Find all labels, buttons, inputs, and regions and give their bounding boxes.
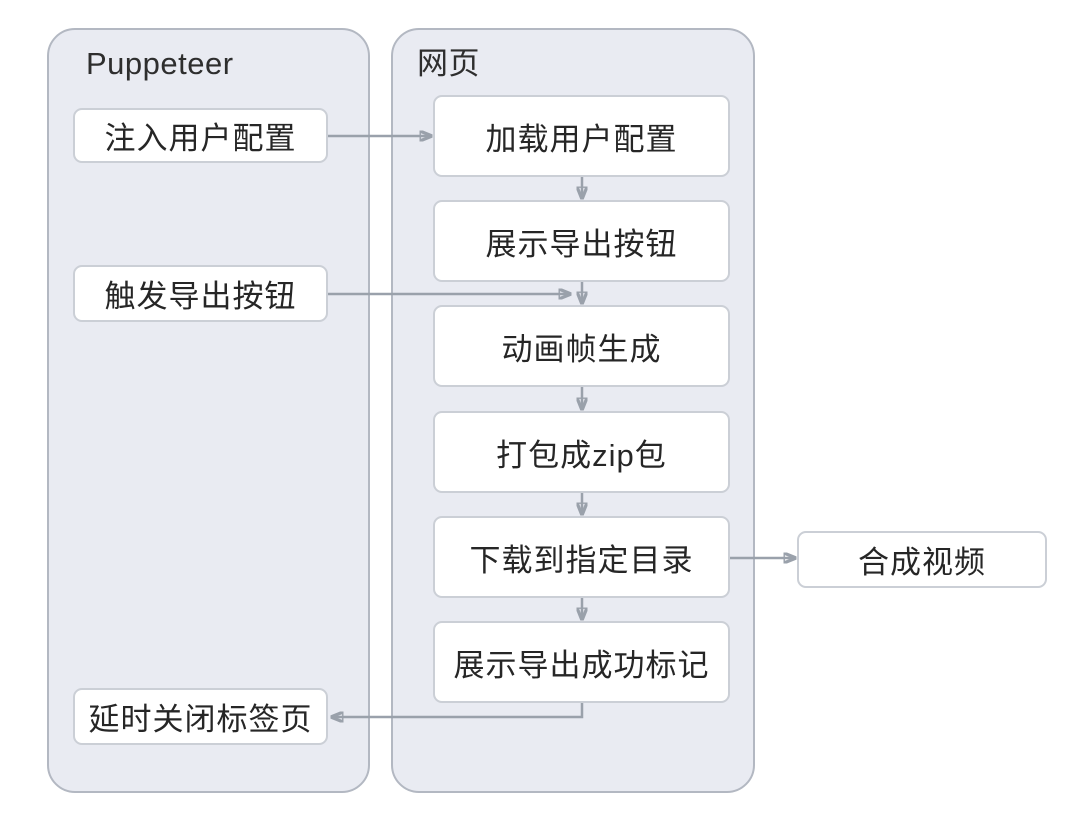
node-synthesize-video: 合成视频 bbox=[797, 531, 1047, 588]
node-load-user-config: 加载用户配置 bbox=[433, 95, 730, 177]
node-download-to-directory: 下载到指定目录 bbox=[433, 516, 730, 598]
container-puppeteer-title: Puppeteer bbox=[86, 46, 234, 81]
container-webpage-title: 网页 bbox=[417, 46, 480, 81]
node-show-export-success-mark: 展示导出成功标记 bbox=[433, 621, 730, 703]
node-trigger-export-button: 触发导出按钮 bbox=[73, 265, 328, 322]
node-delay-close-tab: 延时关闭标签页 bbox=[73, 688, 328, 745]
node-show-export-button: 展示导出按钮 bbox=[433, 200, 730, 282]
node-generate-animation-frames: 动画帧生成 bbox=[433, 305, 730, 387]
node-pack-zip: 打包成zip包 bbox=[433, 411, 730, 493]
node-inject-user-config: 注入用户配置 bbox=[73, 108, 328, 163]
